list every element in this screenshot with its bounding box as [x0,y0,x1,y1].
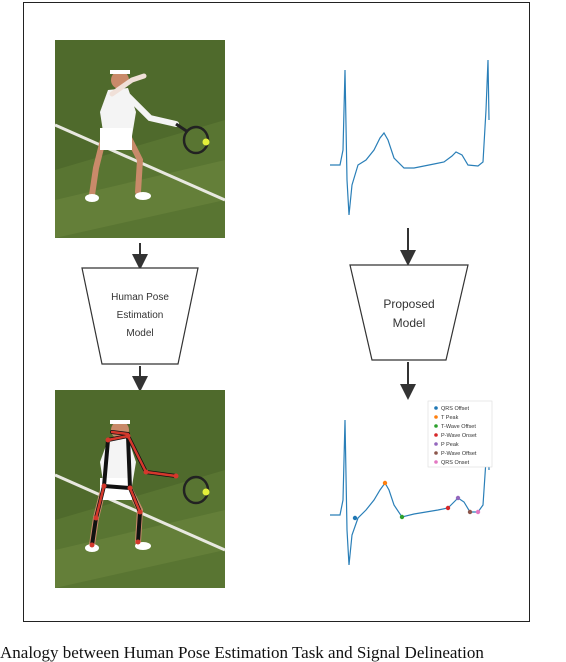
legend-item-1: T Peak [441,415,459,421]
keypoint-legend: QRS Offset T Peak T-Wave Offset P-Wave O… [427,400,493,468]
left-model-line-3: Model [126,328,153,339]
keypoint-t-peak [382,480,388,486]
ecg-signal-delineated [330,411,490,566]
ecg-keypoints [352,480,481,521]
left-model-line-2: Estimation [117,310,164,321]
keypoint-p-peak [455,495,461,501]
legend-item-0: QRS Offset [441,406,469,412]
legend-item-6: QRS Onset [441,460,470,466]
keypoint-qrs-offset [352,515,358,521]
legend-item-4: P Peak [441,442,459,448]
keypoint-qrs-onset [475,509,481,515]
left-model-line-1: Human Pose [111,292,169,303]
keypoint-p-wave-offset [467,509,473,515]
ecg-signal-input [330,59,490,216]
tennis-photo-original [54,40,226,238]
figure-frame [23,2,530,622]
tennis-photo-pose [54,390,226,588]
figure-caption: Analogy between Human Pose Estimation Ta… [0,643,484,662]
proposed-model-box: Proposed Model [349,264,469,361]
right-model-line-1: Proposed [383,297,434,311]
legend-item-5: P-Wave Offset [441,451,477,457]
right-model-line-2: Model [393,316,426,330]
keypoint-p-wave-onset [445,505,451,511]
keypoint-t-wave-offset [399,514,405,520]
legend-item-2: T-Wave Offset [441,424,476,430]
legend-item-3: P-Wave Onset [441,433,477,439]
human-pose-model-box: Human Pose Estimation Model [81,267,199,365]
